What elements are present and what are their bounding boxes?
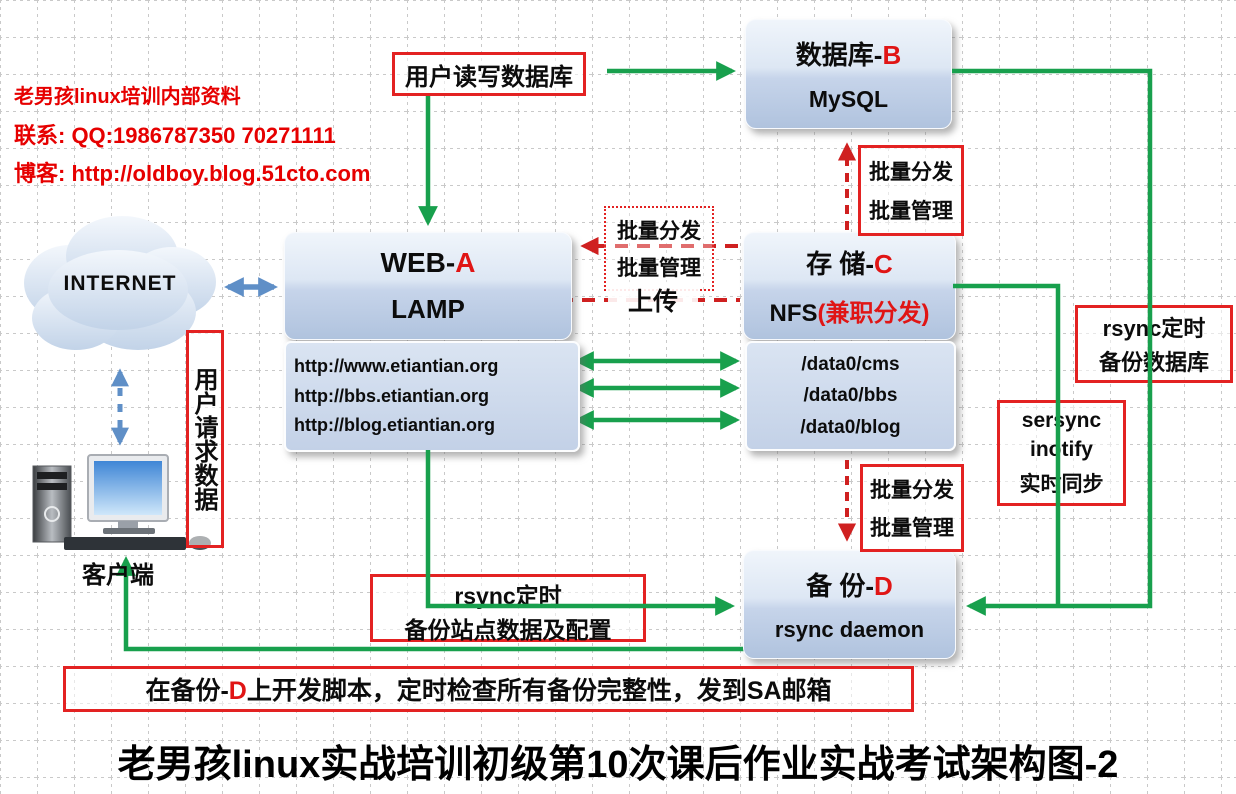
node-backup-title: 备 份-D bbox=[806, 570, 893, 601]
internet-cloud-icon bbox=[24, 216, 216, 350]
node-database: 数据库-B MySQL bbox=[745, 19, 952, 129]
label-rsync-backup-site: rsync定时 备份站点数据及配置 bbox=[370, 574, 646, 643]
node-storage-dirs: /data0/cms /data0/bbs /data0/blog bbox=[745, 341, 956, 451]
label-batch-dispatch-mid: 批量分发 批量管理 bbox=[604, 206, 714, 291]
node-database-sub: MySQL bbox=[808, 86, 889, 113]
site-url: http://blog.etiantian.org bbox=[294, 415, 495, 436]
node-backup: 备 份-D rsync daemon bbox=[743, 550, 956, 659]
node-web: WEB-A LAMP bbox=[284, 232, 572, 340]
label-user-request: 用户请求数据 bbox=[186, 330, 224, 548]
blog-note: 博客: http://oldboy.blog.51cto.com bbox=[14, 161, 371, 186]
node-database-title: 数据库-B bbox=[795, 39, 902, 70]
label-rsync-backup-db: rsync定时 备份数据库 bbox=[1075, 305, 1233, 383]
storage-dir: /data0/cms bbox=[801, 353, 900, 375]
internet-label: INTERNET bbox=[63, 272, 177, 295]
label-user-rw-db: 用户读写数据库 bbox=[392, 52, 586, 96]
diagram-title: 老男孩linux实战培训初级第10次课后作业实战考试架构图-2 bbox=[117, 744, 1119, 786]
label-sersync-inotify: sersync inotify 实时同步 bbox=[997, 400, 1126, 506]
site-url: http://bbs.etiantian.org bbox=[294, 385, 489, 406]
client-label: 客户端 bbox=[82, 562, 154, 589]
node-storage: 存 储-C NFS(兼职分发) bbox=[743, 232, 956, 340]
node-web-sub: LAMP bbox=[391, 293, 465, 324]
storage-dir: /data0/blog bbox=[800, 416, 901, 438]
node-web-sites: http://www.etiantian.org http://bbs.etia… bbox=[284, 341, 580, 452]
label-batch-dispatch-top: 批量分发 批量管理 bbox=[858, 145, 964, 236]
arrow-backup-to-client bbox=[116, 556, 744, 652]
label-batch-dispatch-bottom: 批量分发 批量管理 bbox=[860, 464, 964, 552]
site-url: http://www.etiantian.org bbox=[294, 355, 499, 376]
contact-note: 联系: QQ:1986787350 70271111 bbox=[14, 123, 336, 148]
node-storage-sub: NFS(兼职分发) bbox=[769, 299, 930, 327]
label-upload: 上传 bbox=[608, 282, 698, 318]
node-backup-sub: rsync daemon bbox=[774, 617, 925, 643]
label-script-note: 在备份-D上开发脚本，定时检查所有备份完整性，发到SA邮箱 bbox=[63, 666, 914, 712]
watermark-note: 老男孩linux培训内部资料 bbox=[14, 86, 241, 108]
node-storage-title: 存 储-C bbox=[806, 249, 893, 280]
storage-dir: /data0/bbs bbox=[803, 385, 898, 407]
node-web-title: WEB-A bbox=[380, 247, 476, 279]
client-computer-icon bbox=[32, 454, 211, 550]
